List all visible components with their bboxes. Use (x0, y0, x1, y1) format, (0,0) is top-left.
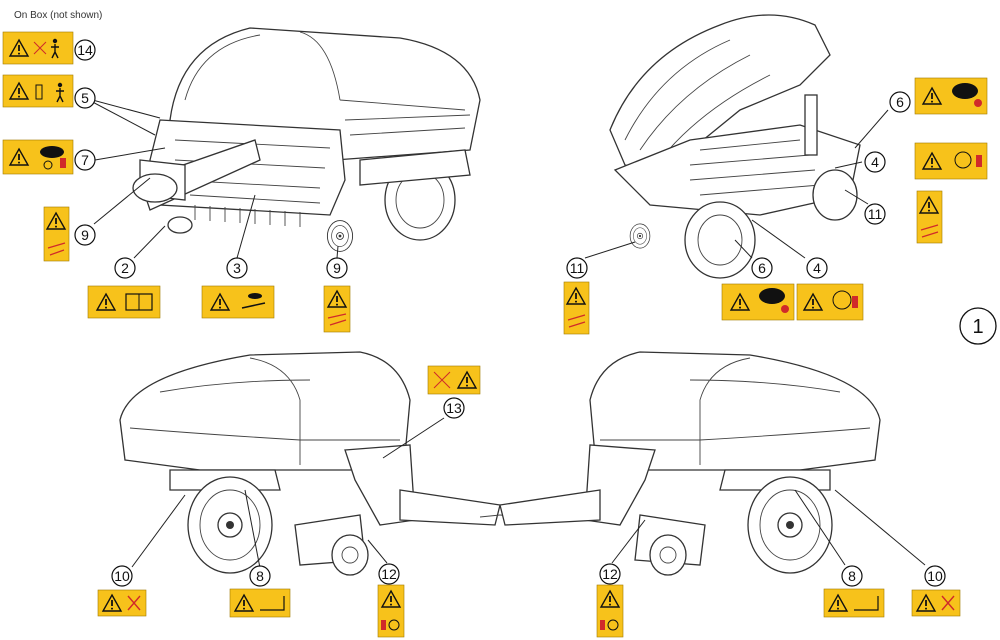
decal-4-bottom (796, 283, 864, 321)
callout-label: 4 (871, 154, 879, 170)
callout-label: 4 (813, 260, 821, 276)
callout-14: 14 (74, 39, 96, 61)
callout-label: 13 (446, 400, 462, 416)
decal-14 (2, 31, 74, 65)
decal-7 (2, 139, 74, 175)
decal-13 (427, 365, 481, 395)
decal-8-right (823, 588, 885, 618)
callout-11: 11 (864, 203, 886, 225)
leader-lines (84, 97, 926, 569)
decal-9-left (43, 206, 70, 262)
callouts: 14 5 7 9 2 3 9 6 4 11 11 6 4 13 10 8 12 12 8 10 (74, 39, 946, 587)
callout-3: 3 (226, 257, 248, 279)
callout-11: 11 (566, 257, 588, 279)
machine-gate-open-view (609, 14, 861, 279)
decal-11-bottom (563, 281, 590, 335)
callout-4: 4 (806, 257, 828, 279)
decal-10-left (97, 589, 147, 617)
decal-3 (201, 285, 275, 319)
decal-9-right (323, 285, 351, 333)
callout-7: 7 (74, 149, 96, 171)
callout-4: 4 (864, 151, 886, 173)
callout-label: 7 (81, 152, 89, 168)
machine-rear-view (132, 27, 481, 252)
decal-10-right (911, 589, 961, 617)
callout-8: 8 (841, 565, 863, 587)
decal-12-right (596, 584, 624, 638)
decal-12-left (377, 584, 405, 638)
callout-2: 2 (114, 257, 136, 279)
decal-6-bottom (721, 283, 795, 321)
callout-label: 8 (256, 568, 264, 584)
callout-label: 6 (896, 94, 904, 110)
svg-text:1: 1 (972, 316, 983, 338)
callout-label: 6 (758, 260, 766, 276)
callout-label: 12 (381, 566, 397, 582)
decal-2 (87, 285, 161, 319)
decal-11-top (916, 190, 943, 244)
callout-9: 9 (74, 224, 96, 246)
callout-9: 9 (326, 257, 348, 279)
decal-6-top (914, 77, 988, 115)
callout-label: 12 (602, 566, 618, 582)
callout-label: 5 (81, 90, 89, 106)
callout-10: 10 (924, 565, 946, 587)
callout-6: 6 (751, 257, 773, 279)
on-box-note: On Box (not shown) (14, 10, 103, 21)
callout-6: 6 (889, 91, 911, 113)
callout-label: 11 (868, 206, 883, 222)
callout-label: 11 (570, 260, 585, 276)
callout-label: 9 (81, 227, 89, 243)
callout-label: 10 (114, 568, 130, 584)
callout-12: 12 (378, 563, 400, 585)
callout-5: 5 (74, 87, 96, 109)
callout-13: 13 (443, 397, 465, 419)
figure-number: 1 (959, 307, 997, 345)
callout-12: 12 (599, 563, 621, 585)
callout-label: 3 (233, 260, 241, 276)
callout-label: 14 (77, 42, 93, 58)
callout-8: 8 (249, 565, 271, 587)
callout-label: 2 (121, 260, 129, 276)
callout-label: 9 (333, 260, 341, 276)
machine-right-side-view (479, 351, 881, 576)
machine-left-side-view (119, 351, 521, 576)
callout-10: 10 (111, 565, 133, 587)
decal-5 (2, 74, 74, 108)
callout-label: 10 (927, 568, 943, 584)
callout-label: 8 (848, 568, 856, 584)
decal-8-left (229, 588, 291, 618)
decal-4-top (914, 142, 988, 180)
